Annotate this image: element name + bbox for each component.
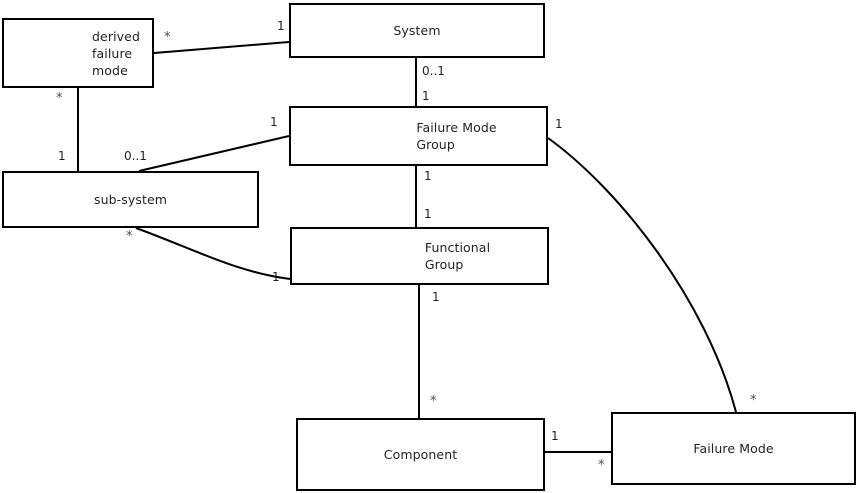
multiplicity-label-mult-fmg-fg-top: 1 <box>424 169 432 183</box>
class-box-failure-mode[interactable]: Failure Mode <box>611 412 856 485</box>
multiplicity-label-mult-fg-comp-top: 1 <box>432 290 440 304</box>
multiplicity-label-mult-system-fmg-top: 0..1 <box>422 64 445 78</box>
multiplicity-label-mult-system-fmg-bottom: 1 <box>422 89 430 103</box>
class-box-sub-system[interactable]: sub-system <box>2 171 259 228</box>
class-box-label-failure-mode-group: Failure Mode Group <box>416 120 497 152</box>
edge-failure-mode-group-to-failure-mode <box>547 137 737 413</box>
multiplicity-label-mult-fmg-fg-bottom: 1 <box>424 207 432 221</box>
multiplicity-label-mult-dfm-system-far: 1 <box>277 19 285 33</box>
class-box-label-failure-mode: Failure Mode <box>693 441 774 456</box>
class-box-label-system: System <box>393 23 441 38</box>
multiplicity-label-mult-subsys-fmg-far: 1 <box>270 115 278 129</box>
class-box-label-derived-failure-mode: derived failure mode <box>92 28 140 78</box>
class-box-label-functional-group: Functional Group <box>424 240 491 272</box>
multiplicity-label-mult-fg-comp-bottom: * <box>430 394 437 409</box>
edge-sub-system-to-functional-group <box>135 227 291 280</box>
multiplicity-label-mult-comp-fm-near: 1 <box>551 429 559 443</box>
multiplicity-label-mult-dfm-subsys-top: * <box>56 91 63 106</box>
class-box-system[interactable]: System <box>289 3 545 58</box>
class-box-functional-group[interactable]: Functional Group <box>290 227 549 285</box>
class-box-label-sub-system: sub-system <box>93 192 168 207</box>
multiplicity-label-mult-fmg-fm-near: 1 <box>555 117 563 131</box>
multiplicity-label-mult-subsys-fg-far: 1 <box>272 270 280 284</box>
edge-derived-failure-mode-to-system <box>153 41 290 54</box>
multiplicity-label-mult-comp-fm-far: * <box>598 458 605 473</box>
class-box-label-component: Component <box>383 447 458 462</box>
class-box-component[interactable]: Component <box>296 418 545 491</box>
edge-sub-system-to-failure-mode-group <box>138 135 290 172</box>
multiplicity-label-mult-dfm-subsys-bottom: 1 <box>58 149 66 163</box>
multiplicity-label-mult-fmg-fm-far: * <box>750 393 757 408</box>
class-box-derived-failure-mode[interactable]: derived failure mode <box>2 18 154 88</box>
class-box-failure-mode-group[interactable]: Failure Mode Group <box>289 106 548 166</box>
multiplicity-label-mult-subsys-fmg-near: 0..1 <box>124 149 147 163</box>
multiplicity-label-mult-subsys-fg-near: * <box>126 229 133 244</box>
multiplicity-label-mult-dfm-system-near: * <box>164 30 171 45</box>
